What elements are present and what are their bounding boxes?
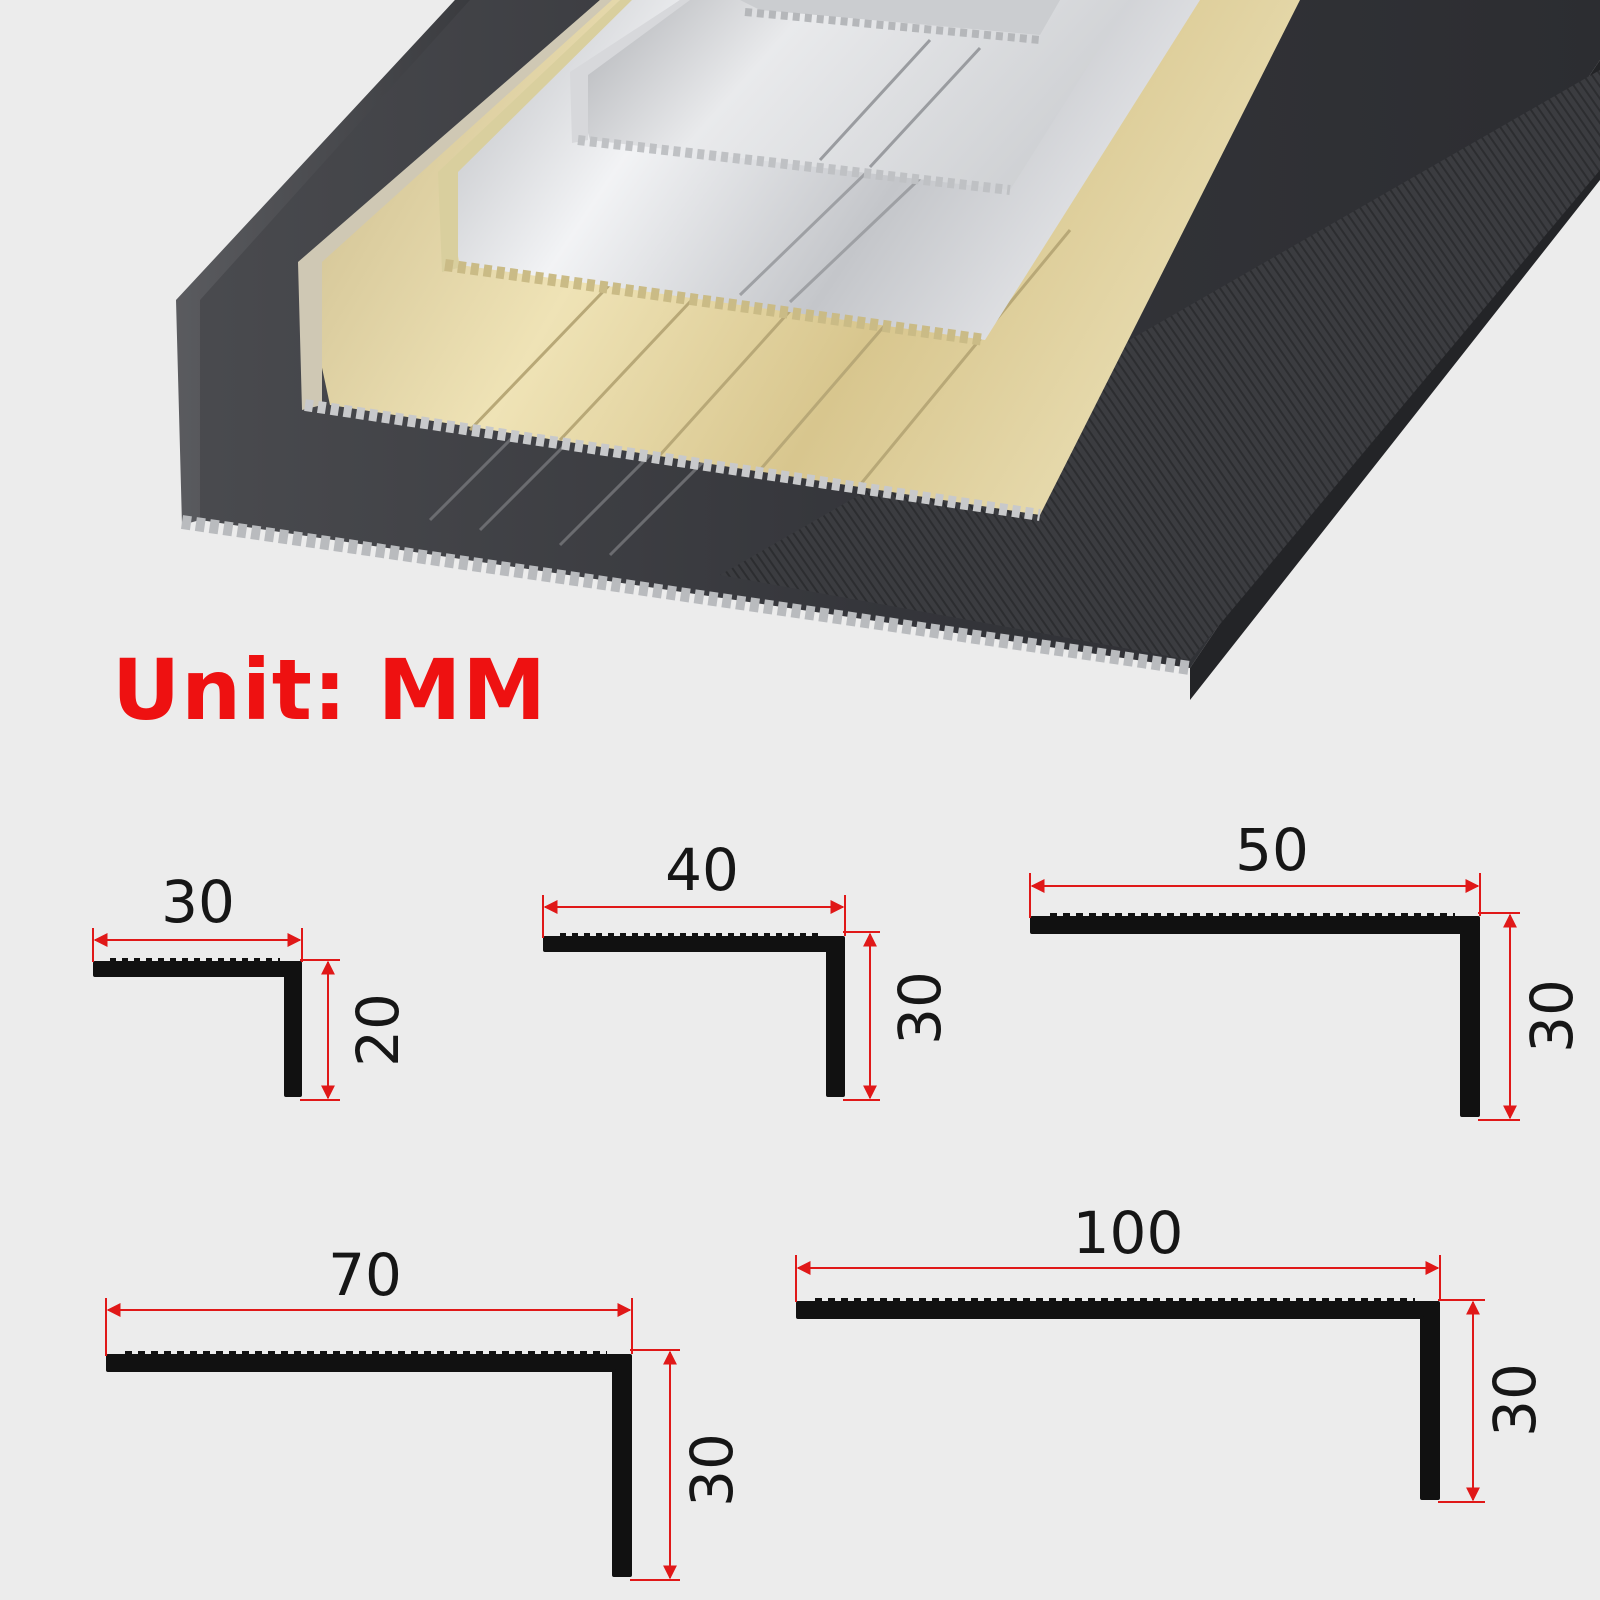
profile-70x30-shape (106, 1351, 632, 1577)
profile-30x20-height-dimension: 20 (300, 959, 412, 1101)
profile-70x30-width-dimension: 70 (105, 1241, 633, 1356)
profile-100x30-width-label: 100 (1073, 1199, 1184, 1267)
profile-100x30-height-dimension: 30 (1438, 1299, 1549, 1503)
profile-40x30-width-dimension: 40 (542, 836, 846, 938)
profile-40x30-height-dimension: 30 (843, 931, 954, 1101)
profile-100x30-width-dimension: 100 (795, 1199, 1441, 1302)
product-illustration (176, 0, 1600, 700)
silver-small-profile (570, 0, 1130, 195)
profile-30x20-height-label: 20 (344, 993, 412, 1067)
profile-30x20-width-label: 30 (161, 868, 235, 936)
profile-100x30-shape (796, 1298, 1440, 1500)
profile-100x30: 100 30 (795, 1199, 1549, 1503)
profile-70x30: 70 30 (105, 1241, 746, 1581)
profile-40x30-width-label: 40 (665, 836, 739, 904)
profile-50x30: 50 30 (1029, 816, 1586, 1121)
profile-70x30-height-label: 30 (678, 1433, 746, 1507)
profile-30x20-width-dimension: 30 (92, 868, 303, 962)
profile-40x30-height-label: 30 (886, 971, 954, 1045)
profile-50x30-width-label: 50 (1235, 816, 1309, 884)
profile-30x20: 30 20 (92, 868, 412, 1101)
profile-70x30-height-dimension: 30 (630, 1349, 746, 1581)
profile-30x20-shape (93, 958, 302, 1097)
profile-70x30-width-label: 70 (328, 1241, 402, 1309)
profile-50x30-height-dimension: 30 (1478, 912, 1586, 1121)
profile-50x30-height-label: 30 (1518, 979, 1586, 1053)
profile-50x30-shape (1030, 913, 1480, 1117)
profile-40x30: 40 30 (542, 836, 954, 1101)
unit-label: Unit: MM (112, 641, 547, 739)
profile-50x30-width-dimension: 50 (1029, 816, 1481, 918)
profile-100x30-height-label: 30 (1481, 1363, 1549, 1437)
profile-40x30-shape (543, 933, 845, 1097)
